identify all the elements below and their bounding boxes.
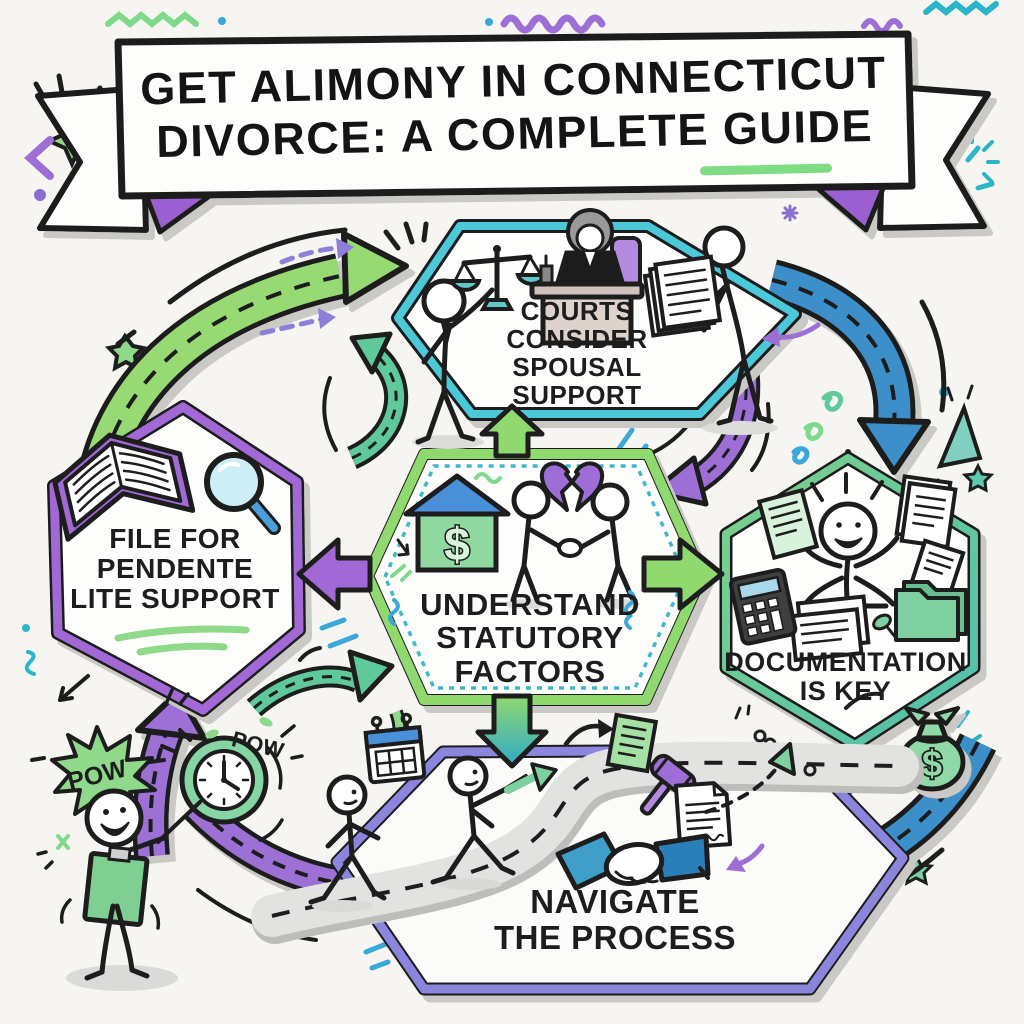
handshake-figures-icon: [504, 480, 640, 609]
pencil-arrow-doodle: [58, 674, 90, 702]
node-pendente-label: FILE FOR PENDENTE LITE SUPPORT: [70, 523, 280, 615]
walking-figure-with-pen-icon: [430, 755, 558, 890]
calendar-icon: [363, 712, 427, 785]
clock-icon: [160, 728, 284, 842]
green-zigzag-icon: [105, 11, 199, 28]
purple-squiggle-icon: [500, 14, 606, 34]
ribbon-body: [114, 30, 916, 200]
teal-squiggle-border: [383, 464, 687, 690]
signed-document-icon: [673, 781, 733, 850]
title-green-underline: [700, 163, 832, 176]
magnifying-glass-icon: [204, 452, 281, 535]
scales-of-justice-icon: [412, 245, 548, 449]
calculator-icon: [729, 567, 798, 646]
house-dollar-sign: $: [444, 518, 470, 570]
teal-starburst-icon: [950, 130, 1000, 184]
folder-icon: [894, 580, 968, 642]
broken-heart-icon: [539, 461, 605, 512]
dashed-arrow-green-triangle: [704, 742, 817, 872]
purple-chevron-icon: [24, 136, 54, 180]
pencil-tag-icon: [872, 613, 898, 640]
green-squiggle: [474, 472, 502, 484]
handshake-icon: [555, 831, 711, 891]
arrow-center-to-right: [641, 537, 725, 611]
walking-figure-icon: [308, 774, 387, 912]
speed-dash: [115, 329, 137, 347]
arrow-teal-bottom-left: [246, 646, 395, 717]
blue-squiggle: [388, 590, 636, 630]
speed-arc: [919, 299, 947, 413]
documents-icon: [756, 474, 966, 663]
house-dollar-icon: $: [390, 473, 511, 582]
node-statutory-label: UNDERSTAND STATUTORY FACTORS: [420, 587, 640, 689]
arrow-center-to-top: [479, 403, 545, 459]
node-courts-label: COURTS CONSIDER SPOUSAL SUPPORT: [506, 296, 648, 411]
spiral-icon: [821, 391, 844, 412]
presenter-figure-with-clipboard: [36, 688, 202, 991]
person-carrying-documents-icon: [642, 225, 778, 435]
purple-asterisk-icon: [781, 204, 799, 222]
arrow-blue-top-right: [766, 259, 931, 475]
node-navigate-label: NAVIGATE THE PROCESS: [493, 883, 737, 956]
arrow-center-to-bottom: [475, 693, 549, 769]
node-documentation-label: DOCUMENTATION IS KEY: [724, 647, 967, 707]
party-cone-icon: [924, 384, 995, 493]
judge-bench-icon: [529, 208, 645, 346]
money-bag-dollar-sign: $: [922, 743, 942, 784]
open-book-icon: [52, 432, 196, 542]
black-curved-arrow-doodle: [563, 691, 882, 747]
green-document-icon: [605, 712, 659, 774]
arrow-purple-dashed-small: [259, 238, 354, 336]
blue-dot-icon: [218, 17, 226, 25]
green-underline-doodle: [114, 625, 250, 656]
speed-arc: [167, 227, 348, 305]
arrow-teal-small-left: [322, 331, 409, 470]
title-banner-ribbon: [35, 30, 991, 235]
teal-zigzag-icon: [923, 0, 999, 16]
winding-road-icon: [251, 741, 924, 944]
arrow-center-to-left: [296, 537, 373, 611]
page-title: GET ALIMONY IN CONNECTICUT DIVORCE: A CO…: [117, 45, 911, 169]
arrow-purple-small-left: [762, 322, 821, 347]
